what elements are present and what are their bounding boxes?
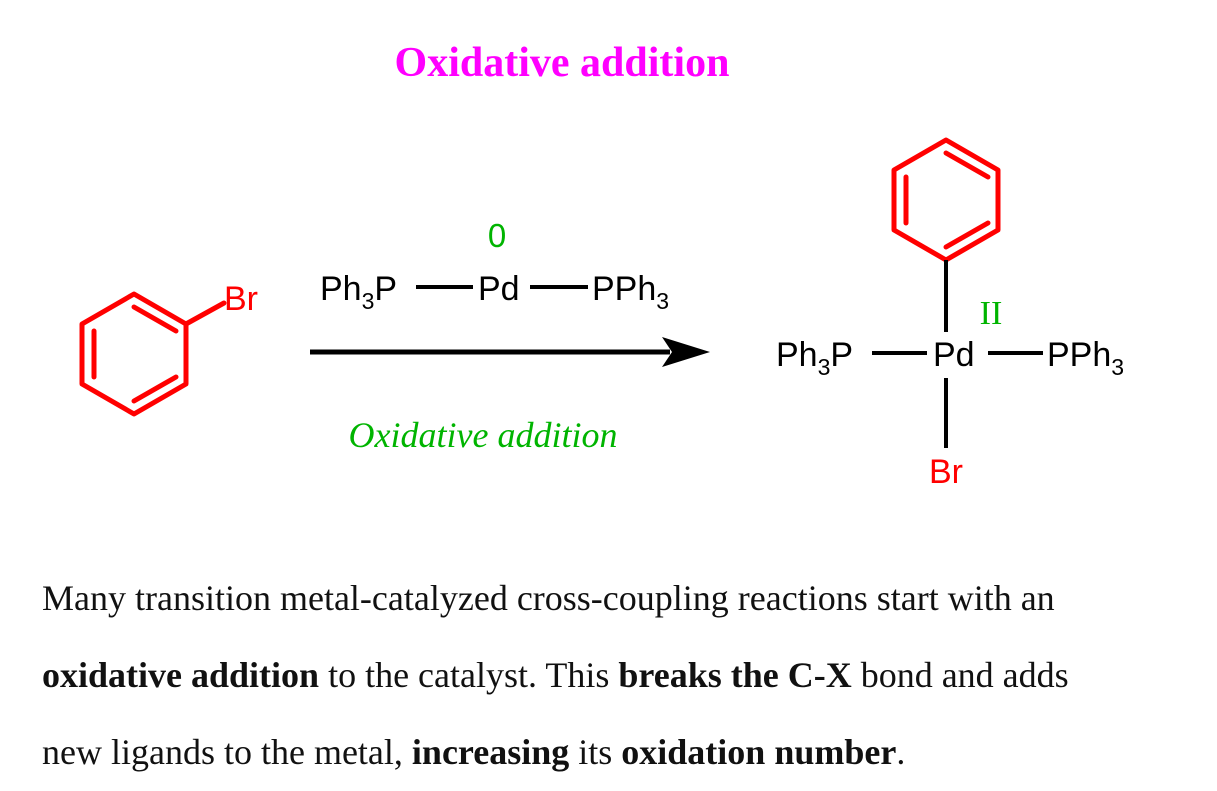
page-title: Oxidative addition: [395, 40, 730, 86]
paragraph-text: .: [896, 732, 906, 772]
paragraph-text: new ligands to the metal,: [42, 732, 412, 772]
product-metal: Pd: [933, 336, 975, 374]
catalyst-right-ligand: PPh3: [592, 270, 669, 314]
reactant-bromine-label: Br: [224, 280, 258, 318]
bromobenzene-structure: [79, 291, 227, 417]
ring-double-bond: [943, 150, 991, 180]
ring-double-bond: [131, 304, 179, 334]
reaction-scheme: Oxidative addition Br 0 Ph3P Pd PPh3 Oxi…: [79, 40, 1124, 491]
arrow-label: Oxidative addition: [349, 415, 618, 455]
product-right-ligand: PPh3: [1047, 336, 1124, 380]
paragraph-text: bond and adds: [851, 655, 1069, 695]
catalyst-metal: Pd: [478, 270, 520, 308]
paragraph-text: to the catalyst. This: [319, 655, 619, 695]
product-phenyl-structure: [891, 137, 1001, 263]
product-bromine-label: Br: [929, 453, 963, 491]
paragraph-line-1: Many transition metal-catalyzed cross-co…: [42, 578, 1055, 618]
catalyst-oxidation-state: 0: [488, 217, 506, 254]
product-left-ligand: Ph3P: [776, 336, 853, 380]
ring-double-bond: [943, 220, 991, 250]
paragraph-line-2: oxidative addition to the catalyst. This…: [42, 637, 1202, 714]
phenyl-ring: [891, 137, 1001, 263]
carbon-bromine-bond: [183, 300, 227, 327]
emphasis-oxidation-number: oxidation number: [621, 732, 897, 772]
emphasis-increasing: increasing: [411, 732, 570, 772]
catalyst-left-ligand: Ph3P: [320, 270, 397, 314]
reaction-arrow-head: [662, 337, 710, 367]
ring-double-bond: [131, 374, 179, 404]
benzene-ring: [79, 291, 189, 417]
emphasis-oxidative-addition: oxidative addition: [42, 655, 320, 695]
paragraph-text: its: [569, 732, 622, 772]
emphasis-breaks-bond: breaks the C-X: [618, 655, 852, 695]
explanation-paragraph: Many transition metal-catalyzed cross-co…: [42, 560, 1202, 791]
product-oxidation-state: II: [980, 295, 1003, 332]
paragraph-line-3: new ligands to the metal, increasing its…: [42, 714, 1202, 791]
